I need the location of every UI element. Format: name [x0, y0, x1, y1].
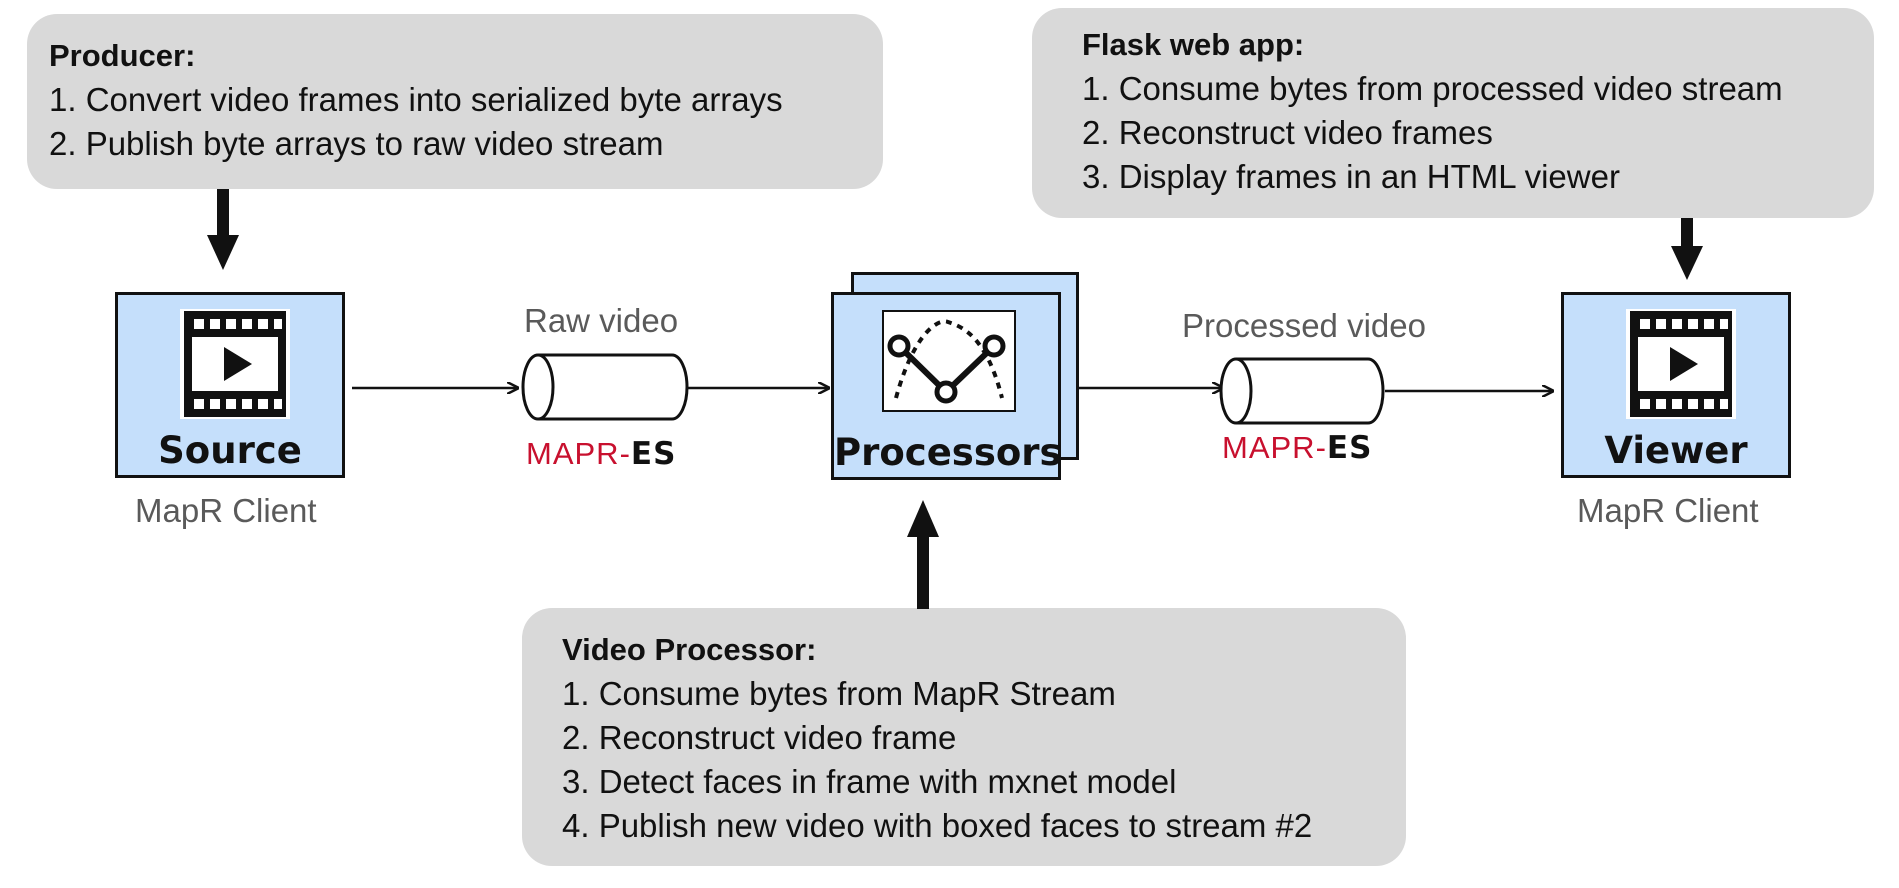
source-sublabel: MapR Client — [135, 492, 317, 529]
producer-to-source-arrow — [207, 189, 239, 270]
neural-network-icon — [882, 310, 1016, 412]
raw-stream-brand-main: MAPR- — [526, 436, 631, 471]
video-player-icon — [180, 309, 290, 419]
viewer-sublabel: MapR Client — [1577, 492, 1759, 529]
viewer-label: Viewer — [1604, 429, 1748, 472]
video-processor-step-2: 2. Reconstruct video frame — [562, 719, 957, 756]
flask-step-2: 2. Reconstruct video frames — [1082, 114, 1493, 151]
producer-step-2: 2. Publish byte arrays to raw video stre… — [49, 125, 664, 162]
flask-to-viewer-arrow — [1671, 218, 1703, 280]
video-processor-note: Video Processor: 1. Consume bytes from M… — [522, 608, 1406, 866]
video-player-icon — [1626, 309, 1736, 419]
flask-step-1: 1. Consume bytes from processed video st… — [1082, 70, 1783, 107]
raw-video-stream-cylinder — [521, 353, 689, 421]
flask-step-3: 3. Display frames in an HTML viewer — [1082, 158, 1620, 195]
processed-stream-brand: MAPR-ES — [1222, 430, 1372, 466]
source-node: Source — [115, 292, 345, 478]
raw-video-label: Raw video — [524, 302, 679, 339]
video-processor-step-1: 1. Consume bytes from MapR Stream — [562, 675, 1116, 712]
viewer-node: Viewer — [1561, 292, 1791, 478]
video-processor-step-3: 3. Detect faces in frame with mxnet mode… — [562, 763, 1177, 800]
raw-stream-brand: MAPR-ES — [526, 436, 676, 472]
source-label: Source — [158, 429, 302, 472]
producer-step-1: 1. Convert video frames into serialized … — [49, 81, 783, 118]
video-processor-step-4: 4. Publish new video with boxed faces to… — [562, 807, 1313, 844]
processors-label: Processors — [834, 431, 1062, 474]
processed-stream-brand-suffix: ES — [1326, 430, 1373, 466]
flask-title: Flask web app: — [1082, 27, 1305, 62]
processed-stream-brand-main: MAPR- — [1222, 430, 1327, 465]
processed-video-stream-cylinder — [1219, 357, 1385, 425]
video-processor-title: Video Processor: — [562, 632, 817, 667]
processor-note-to-processors-arrow — [907, 500, 939, 609]
flask-note: Flask web app: 1. Consume bytes from pro… — [1032, 8, 1874, 218]
processors-node: Processors — [831, 292, 1062, 480]
producer-note: Producer: 1. Convert video frames into s… — [27, 14, 883, 189]
raw-stream-brand-suffix: ES — [630, 436, 677, 472]
processed-video-label: Processed video — [1182, 307, 1426, 344]
producer-title: Producer: — [49, 38, 196, 73]
